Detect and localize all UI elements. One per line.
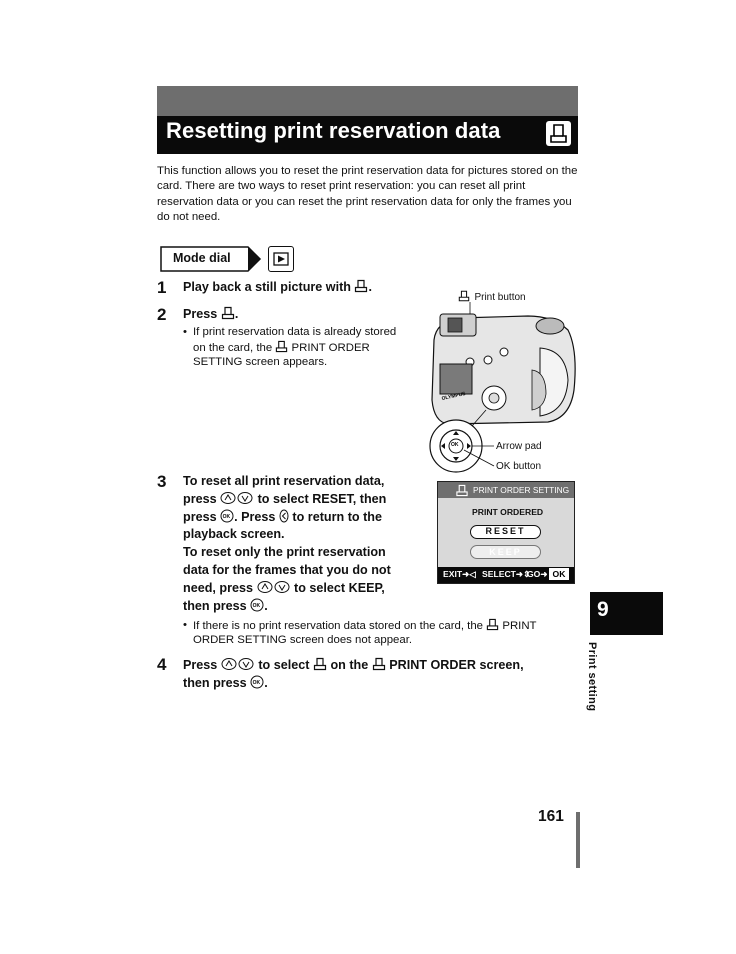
print-icon [372,657,385,671]
intro-paragraph: This function allows you to reset the pr… [157,165,578,224]
step-2-note-line-1: If print reservation data is already sto… [193,326,397,338]
title-bar [157,116,578,154]
ok-button-icon: OK [250,675,264,689]
step-2-note-bullet: • [183,326,187,338]
step-3-line-3: press OK. Press to return to the [183,509,433,527]
step-4-line-1b: to select [258,658,310,672]
print-icon [546,121,571,146]
svg-text:OK: OK [253,680,261,686]
step-3-line-3a: press [183,509,217,524]
lcd-option-keep: KEEP [470,545,541,559]
step-3-line-2a: press [183,491,217,506]
step-3-line-1: To reset all print reservation data, [183,474,385,488]
step-2-note-line-2: on the card, the PRINT ORDER [193,340,370,356]
step-4-line-1: Press to select on the PRINT ORDER scree… [183,657,524,675]
header-band [157,86,578,116]
lcd-footer-select: SELECT➜⇕ [482,569,531,579]
lcd-footer-go: GO➜ [527,569,548,579]
step-4-line-2b: . [264,675,268,690]
svg-text:OLYMPUS: OLYMPUS [441,391,467,402]
print-icon [355,279,368,293]
step-2-text-b: . [234,307,239,321]
chapter-number: 9 [597,598,609,621]
print-button-callout: Print button [458,287,526,305]
page-title: Resetting print reservation data [166,118,501,143]
step-3-note-bullet: • [183,619,187,631]
step-3-line-3c: to return to the [292,509,382,524]
chapter-name: Print setting [586,642,598,712]
arrow-pad-label: Arrow pad [496,441,542,452]
svg-text:OK: OK [253,603,261,609]
print-icon [313,657,327,671]
print-icon [455,484,469,502]
step-2-number: 2 [157,305,167,324]
step-2-text-a: Press [183,307,218,321]
step-4-number: 4 [157,655,167,674]
step-3-note-line-1: If there is no print reservation data st… [193,618,537,634]
ok-button-icon: OK [220,509,234,523]
up-down-arrow-icon [221,658,254,670]
lcd-footer-go-label: GO [527,569,541,579]
lcd-header-title: PRINT ORDER SETTING [473,485,570,495]
lcd-option-reset: RESET [470,525,541,539]
ok-button-icon: OK [250,598,264,612]
svg-text:OK: OK [223,514,231,520]
left-arrow-icon [279,509,289,523]
camera-illustration: OLYMPUS OK [428,300,578,485]
step-3-line-8a: then press [183,598,247,613]
step-3-line-4: playback screen. [183,527,285,542]
step-3-number: 3 [157,472,167,491]
step-3-line-3b: . Press [234,509,276,524]
step-4-line-1c: on the [330,658,369,672]
page-number-bar [576,812,580,868]
step-4-line-2: then press OK. [183,675,524,693]
step-1-text-a: Play back a still picture with [183,280,351,294]
step-4-line-1d: PRINT ORDER screen, [389,658,524,672]
up-down-arrow-icon [257,580,289,593]
mode-dial-label-box [160,246,262,272]
step-3-note-line-2: ORDER SETTING screen does not appear. [193,634,413,646]
ok-button-label: OK button [496,461,542,472]
playback-icon [268,246,294,272]
page-number: 161 [538,808,564,825]
lcd-footer-bar [438,567,574,583]
step-1-text: Play back a still picture with . [183,279,372,297]
step-2-note-2b: PRINT ORDER [291,342,370,354]
step-3-text: To reset all print reservation data, pre… [183,473,433,615]
lcd-header-bar [438,482,574,498]
step-3-line-8: then press OK. [183,598,433,616]
step-3-line-7: need, press to select KEEP, [183,580,433,598]
step-2-text: Press . [183,306,238,324]
lcd-footer-exit-label: EXIT [443,569,463,579]
chapter-tab [590,592,663,635]
lcd-footer-select-label: SELECT [482,569,516,579]
step-3-line-6: data for the frames that you do not [183,562,391,577]
lcd-subtitle: PRINT ORDERED [472,507,544,517]
svg-text:OK: OK [451,442,459,448]
step-4-line-1a: Press [183,658,218,672]
print-button-label: Print button [474,292,526,303]
print-icon [221,306,234,320]
lcd-footer-ok: OK [549,568,569,580]
step-1-text-b: . [368,280,372,294]
step-3-line-7a: need, press [183,580,253,595]
print-icon [276,340,288,353]
step-3-line-8b: . [264,598,268,613]
step-3-note-1b: PRINT [502,620,537,632]
up-down-arrow-icon [220,491,253,504]
step-1-number: 1 [157,278,167,297]
step-3-note-1a: If there is no print reservation data st… [193,620,483,632]
print-icon [458,290,470,302]
step-3-line-5: To reset only the print reservation [183,545,386,560]
print-icon [487,618,499,631]
step-4-text: Press to select on the PRINT ORDER scree… [183,657,524,693]
step-3-line-2: press to select RESET, then [183,491,433,509]
step-2-note-2a: on the card, the [193,342,273,354]
step-3-line-2b: to select RESET, then [257,491,387,506]
step-2-note-line-3: SETTING screen appears. [193,356,328,368]
step-3-line-7b: to select KEEP, [294,580,385,595]
mode-dial-label: Mode dial [173,251,231,265]
step-4-line-2a: then press [183,675,247,690]
lcd-footer-exit: EXIT➜◁ [443,569,476,579]
